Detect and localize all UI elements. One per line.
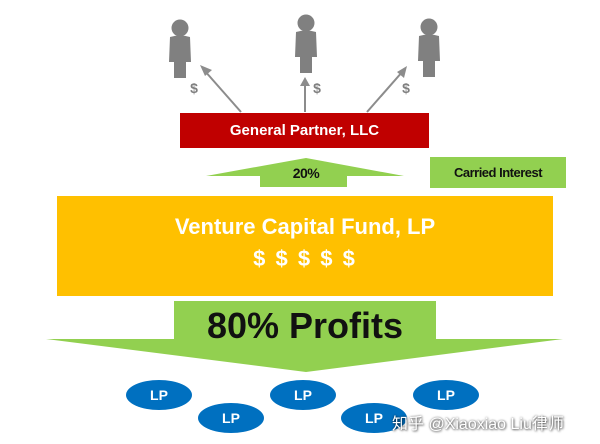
carry-up-arrow [206,158,404,187]
carried-interest-box: Carried Interest [430,157,566,188]
carried-interest-label: Carried Interest [453,165,543,180]
fund-money-label: $ $ $ $ $ [253,246,357,271]
lp-label: LP [365,410,383,426]
lp-label: LP [437,387,455,403]
lp-oval-3: LP [270,380,336,410]
partner-person-icon-right [418,18,440,77]
lp-oval-2: LP [198,403,264,433]
partner-person-icon-left [169,19,191,78]
lp-label: LP [150,387,168,403]
lp-oval-1: LP [126,380,192,410]
fund-name-label: Venture Capital Fund, LP [174,214,436,239]
lp-oval-4: LP [341,403,407,433]
carry-percent-label: 20% [292,165,320,181]
partner-dollar-center: $ [313,80,321,96]
profits-down-arrow [46,301,563,372]
distribution-arrowhead-right [397,66,407,78]
distribution-arrow-left [203,69,242,113]
general-partner-box: General Partner, LLC [180,113,429,148]
lp-label: LP [294,387,312,403]
partner-dollar-left: $ [190,80,198,96]
lp-label: LP [222,410,240,426]
partner-dollar-right: $ [402,80,410,96]
profits-label: 80% Profits [206,305,404,346]
watermark-text: 知乎 @Xiaoxiao Liu律师 [392,416,564,433]
venture-fund-box [57,196,553,296]
distribution-arrowhead-center [300,77,310,86]
distribution-arrowhead-left [200,65,212,76]
partner-person-icon-center [295,14,317,73]
general-partner-label: General Partner, LLC [229,122,380,139]
distribution-arrow-right [366,70,404,113]
lp-oval-5: LP [413,380,479,410]
